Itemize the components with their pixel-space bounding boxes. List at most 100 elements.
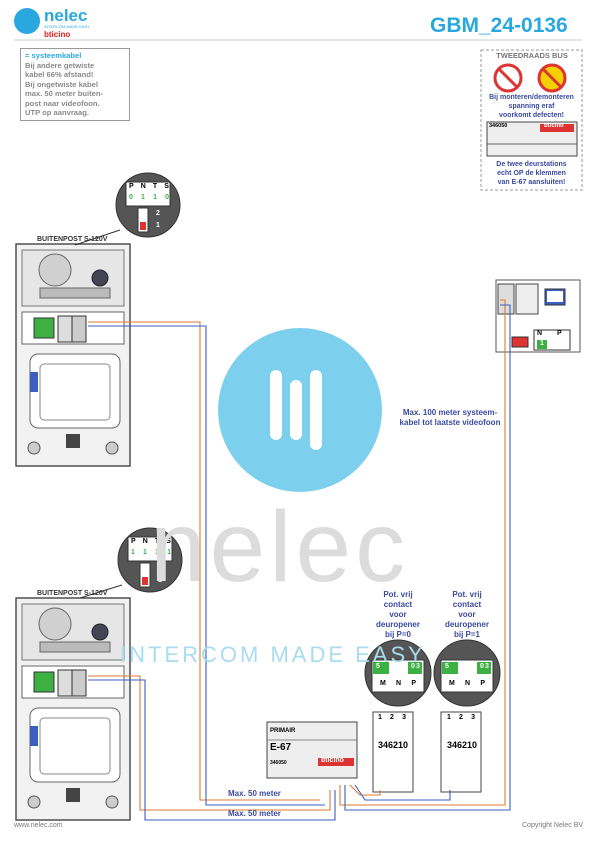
relay-2-terminals: 1 2 3 [447,714,475,721]
relay-label: M [449,680,455,687]
footer-line: De twee deurstations [496,161,567,168]
page-title: GBM_24-0136 [430,14,568,37]
logo-text: nelec [44,6,88,25]
bus-panel-title: TWEEDRAADS BUS [496,51,568,60]
dip-header: S [166,538,171,545]
caption-line: deuropener [375,620,420,629]
legend-line: max. 50 meter buiten- [25,89,104,98]
footer-url: www.nelec.com [14,822,63,829]
legend-line: UTP op aanvraag. [25,108,90,117]
psu-code: 346050 [270,760,287,766]
relay-label: N [396,680,402,687]
dip-value: 1 [141,194,145,201]
dip-header: P [131,538,136,545]
relay-1-disp-0: 5 [376,663,380,670]
caption-line: voor [458,610,476,619]
relay-1-disp-2: 3 [416,663,420,670]
relay-1-mnp: M N P [380,680,416,687]
caption-line: deuropener [444,620,489,629]
warning-line: Bij monteren/demonteren [489,94,574,101]
relay-label: P [480,680,485,687]
dip-header: S [164,183,169,190]
relay-label: N [465,680,471,687]
max50-b: Max. 50 meter [228,809,281,818]
terminal: 2 [390,714,394,721]
watermark-tagline: INTERCOM MADE EASY [120,642,426,667]
dip-value: 0 [165,194,169,201]
monitor-unit [495,279,581,353]
dip-zoom-bottom [79,527,183,599]
outdoor-bottom-label: BUITENPOST S-120V [37,590,108,597]
legend-line: kabel 66% afstand! [25,70,94,79]
footer-line: van E-67 aansluiten! [497,179,566,186]
brand-logo: bticino [44,30,71,39]
dip-value: 0 [129,194,133,201]
switch-top-2: 2 [156,210,160,217]
dip-header: T [152,183,158,190]
logo-tagline: INTERCOM MADE EASY [44,24,90,29]
legend-title: = systeemkabel [25,51,82,60]
dip-zoom-top [74,172,181,246]
terminal: 3 [471,714,475,721]
bus-panel-drawing [480,49,583,191]
terminal: 3 [402,714,406,721]
psu-model: E-67 [270,742,292,753]
legend-line: post naar videofoon. [25,98,100,108]
max100-line: kabel tot laatste videofoon [399,418,501,427]
dip-header: T [154,538,160,545]
dip-value: 1 [143,549,147,556]
bus-module-brand: bticino [544,123,564,129]
logo-icon [14,8,40,34]
dip-value: 1 [131,549,135,556]
legend-note: = systeemkabel Bij andere getwiste kabel… [20,48,130,121]
relay-1-drawing [364,639,432,793]
switch-bottom-2: 2 [158,565,162,572]
bus-module-code: 346050 [489,123,508,129]
relay-2-drawing [433,639,501,793]
psu-brand: bticino [321,757,344,764]
outdoor-top-label: BUITENPOST S-120V [37,236,108,243]
switch-bottom-1: 1 [158,577,162,584]
bus-panel-warning: Bij monteren/demonteren spanning eraf vo… [481,93,582,120]
relay-1-code: 346210 [378,740,409,750]
caption-line: bij P=1 [453,630,480,639]
dip-header: P [129,183,134,190]
outdoor-station-bottom [15,597,131,821]
wires [88,299,511,821]
footer-copyright: Copyright Nelec BV [522,822,584,829]
caption-line: contact [383,600,413,609]
switch-top-1: 1 [156,222,160,229]
dip-header: N [140,183,146,190]
caption-line: bij P=0 [384,630,411,639]
monitor-n-value: 1 [540,340,544,347]
dip-value: 1 [153,194,157,201]
relay-1-disp-1: 0 [411,663,415,670]
outdoor-station-top [15,243,131,467]
footer-line: echt OP de klemmen [497,170,566,177]
terminal: 1 [447,714,451,721]
max50-a: Max. 50 meter [228,789,281,798]
watermark-logo [218,328,382,492]
dip-top-headers: P N T S [129,183,169,190]
relay-label: M [380,680,386,687]
terminal: 1 [378,714,382,721]
dip-top-values: 0 1 1 0 [129,194,169,201]
caption-line: voor [389,610,407,619]
relay-2-caption: Pot. vrij contact voor deuropener bij P=… [435,590,499,640]
dip-bottom-headers: P N T S [131,538,171,545]
dip-header: N [142,538,148,545]
warning-line: spanning eraf [508,103,555,110]
legend-line: Bij andere getwiste [25,60,95,70]
terminal: 2 [459,714,463,721]
power-supply-drawing [266,721,358,779]
watermark-word: nelec [150,491,410,603]
monitor-n-header: N [537,330,543,337]
caption-line: Pot. vrij [452,590,482,599]
relay-2-disp-0: 5 [445,663,449,670]
relay-2-disp-1: 0 [480,663,484,670]
dip-value: 1 [167,549,171,556]
max100-line: Max. 100 meter systeem- [402,408,498,417]
relay-label: P [411,680,416,687]
psu-primary-label: PRIMAIR [270,728,296,734]
